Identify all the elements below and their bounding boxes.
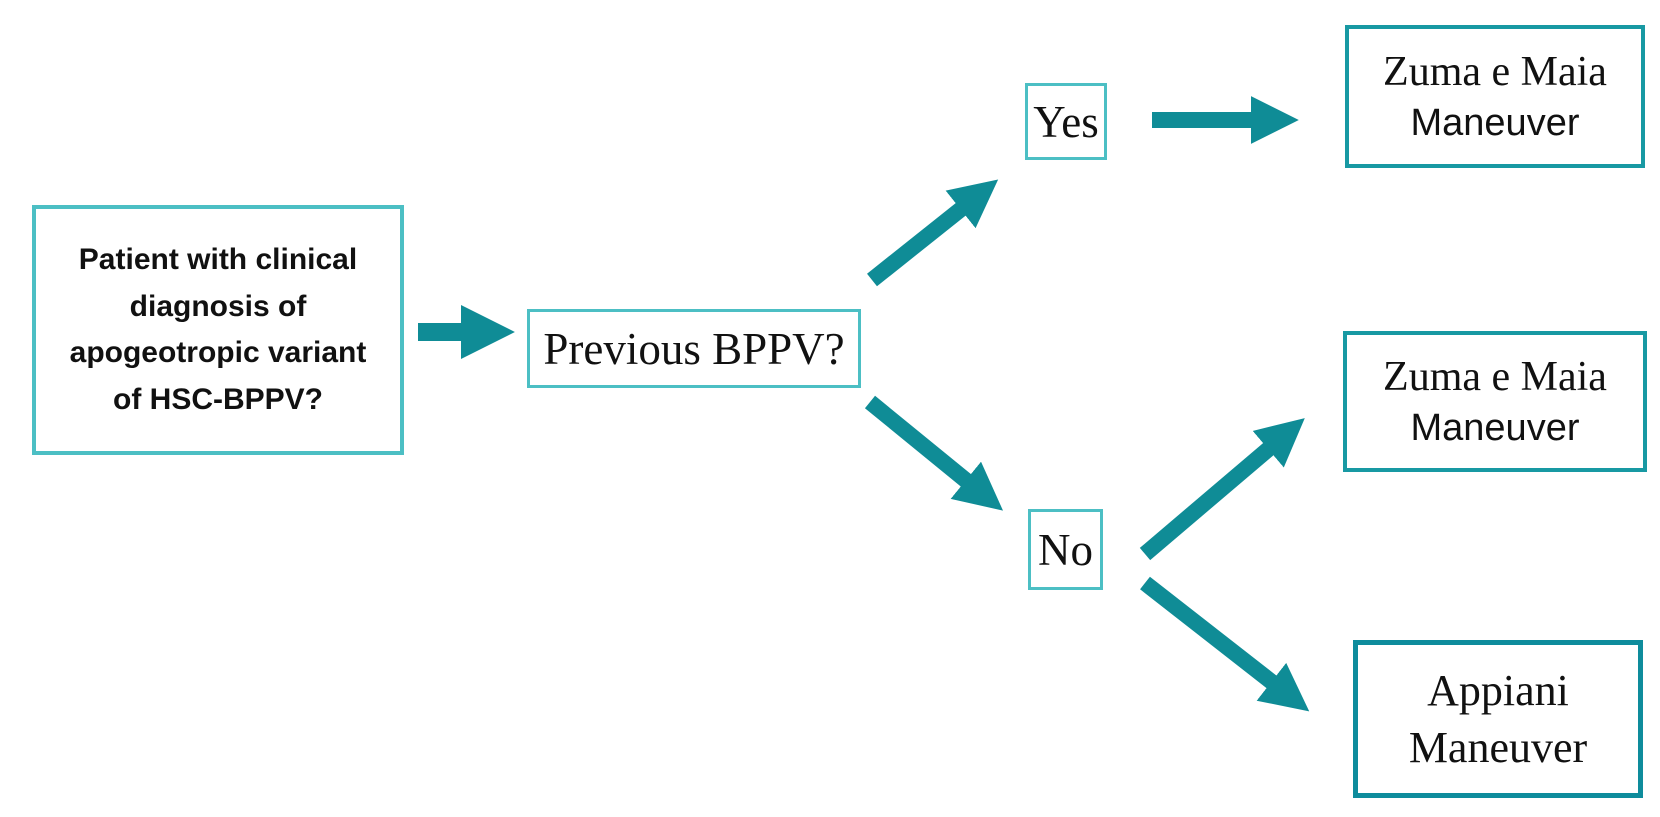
branch-yes-label: Yes	[1033, 96, 1099, 147]
outcome-node-line: Maneuver	[1410, 407, 1580, 450]
arrow-no-to-appiani-icon	[1140, 576, 1310, 712]
outcome-node-zuma-maia-no: Zuma e Maia Maneuver	[1343, 331, 1647, 472]
outcome-node-line: Zuma e Maia	[1383, 48, 1607, 95]
outcome-node-appiani: Appiani Maneuver	[1353, 640, 1643, 798]
arrow-decision-to-no-icon	[864, 395, 1004, 511]
start-node-line: apogeotropic variant	[69, 336, 367, 369]
branch-node-no: No	[1028, 509, 1103, 590]
start-node-line: of HSC-BPPV?	[113, 382, 323, 416]
branch-node-yes: Yes	[1025, 83, 1107, 160]
branch-no-label: No	[1038, 524, 1093, 575]
start-node-line: diagnosis of	[129, 289, 307, 323]
outcome-node-line: Maneuver	[1408, 723, 1588, 772]
start-node-line: Patient with clinical	[78, 243, 358, 276]
arrow-decision-to-yes-icon	[867, 179, 999, 287]
decision-node-label: Previous BPPV?	[543, 323, 845, 374]
start-node-patient-diagnosis: Patient with clinical diagnosis of apoge…	[32, 205, 404, 455]
outcome-node-zuma-maia-yes: Zuma e Maia Maneuver	[1345, 25, 1645, 168]
outcome-node-line: Appiani	[1427, 665, 1569, 715]
outcome-node-line: Maneuver	[1410, 102, 1580, 145]
decision-node-previous-bppv: Previous BPPV?	[527, 309, 861, 388]
outcome-node-line: Zuma e Maia	[1383, 353, 1607, 400]
arrow-no-to-zuma-icon	[1139, 418, 1305, 561]
